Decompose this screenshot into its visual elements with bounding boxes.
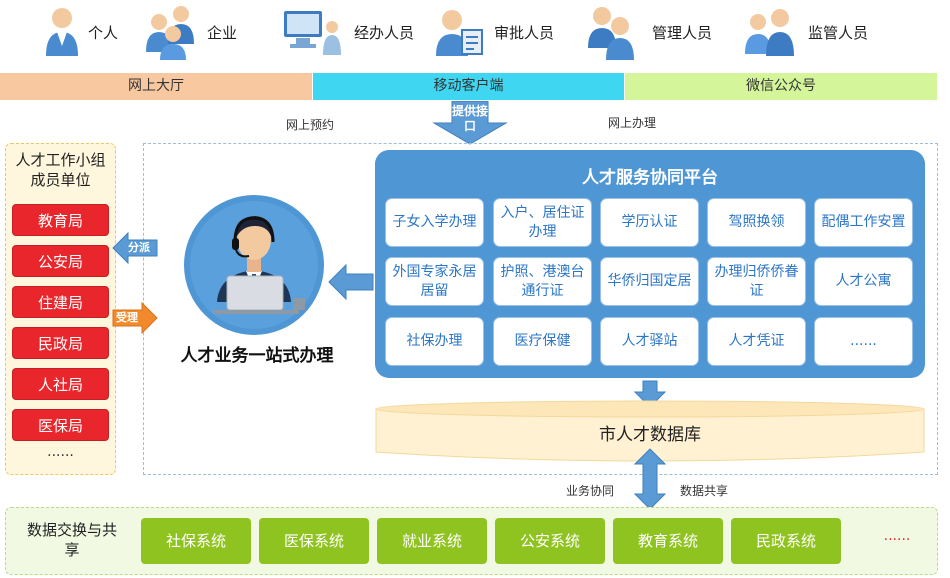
service-medical-care[interactable]: 医疗保健 <box>493 317 592 366</box>
system-employment[interactable]: 就业系统 <box>377 518 487 564</box>
dispatch-arrow <box>112 232 158 264</box>
service-passport-hk-macau-taiwan[interactable]: 护照、港澳台通行证 <box>493 257 592 306</box>
unit-hr-social-bureau[interactable]: 人社局 <box>12 368 109 400</box>
one-stop-service-label: 人才业务一站式办理 <box>180 346 334 366</box>
accept-arrow <box>112 302 158 334</box>
api-down-arrow <box>432 101 508 145</box>
service-social-insurance[interactable]: 社保办理 <box>385 317 484 366</box>
database-label: 市人才数据库 <box>599 425 701 445</box>
service-more[interactable]: ...... <box>814 317 913 366</box>
user-label: 审批人员 <box>494 23 555 42</box>
single-user-icon <box>46 8 78 56</box>
service-children-school[interactable]: 子女入学办理 <box>385 198 484 247</box>
service-overseas-chinese-settle[interactable]: 华侨归国定居 <box>600 257 699 306</box>
unit-public-security-bureau[interactable]: 公安局 <box>12 245 109 277</box>
service-talent-station[interactable]: 人才驿站 <box>600 317 699 366</box>
online-handling-label: 网上办理 <box>608 116 657 130</box>
unit-housing-bureau[interactable]: 住建局 <box>12 286 109 318</box>
approver-icon <box>436 10 483 56</box>
channel-mobile-app: 移动客户端 <box>313 73 624 100</box>
platform-to-db-arrow <box>634 380 666 408</box>
user-label: 个人 <box>88 23 119 42</box>
service-spouse-job[interactable]: 配偶工作安置 <box>814 198 913 247</box>
group-users-icon <box>146 6 194 60</box>
system-medical-insurance[interactable]: 医保系统 <box>259 518 369 564</box>
platform-to-agent-arrow <box>328 264 374 300</box>
unit-medical-insurance-bureau[interactable]: 医保局 <box>12 409 109 441</box>
business-collab-label: 业务协同 <box>566 484 615 498</box>
user-supervisor: 监管人员 <box>744 4 868 60</box>
unit-civil-affairs-bureau[interactable]: 民政局 <box>12 327 109 359</box>
service-driving-license[interactable]: 驾照换领 <box>707 198 806 247</box>
service-foreign-expert-residence[interactable]: 外国专家永居居留 <box>385 257 484 306</box>
accept-label: 受理 <box>116 311 138 324</box>
db-exchange-arrow <box>634 448 666 510</box>
manager-icon <box>588 7 634 60</box>
data-sharing-label: 数据共享 <box>680 484 729 498</box>
operator-computer-icon <box>284 11 341 55</box>
user-personal: 个人 <box>44 4 118 60</box>
user-label: 管理人员 <box>652 23 713 42</box>
system-public-security[interactable]: 公安系统 <box>495 518 605 564</box>
channel-web-hall: 网上大厅 <box>0 73 312 100</box>
talent-database <box>375 400 925 462</box>
service-talent-apartment[interactable]: 人才公寓 <box>814 257 913 306</box>
service-degree-certification[interactable]: 学历认证 <box>600 198 699 247</box>
channel-wechat: 微信公众号 <box>625 73 937 100</box>
service-household-residence[interactable]: 入户、居住证办理 <box>493 198 592 247</box>
customer-service-agent-icon <box>184 195 324 335</box>
service-returned-overseas-cert[interactable]: 办理归侨侨眷证 <box>707 257 806 306</box>
online-booking-label: 网上预约 <box>286 118 335 132</box>
user-manager: 管理人员 <box>588 4 712 60</box>
user-label: 企业 <box>207 23 238 42</box>
user-enterprise: 企业 <box>143 4 237 60</box>
system-civil-affairs[interactable]: 民政系统 <box>731 518 841 564</box>
member-units-panel: 人才工作小组成员单位 教育局 公安局 住建局 民政局 人社局 医保局 .....… <box>5 143 116 475</box>
platform-title: 人才服务协同平台 <box>582 168 718 188</box>
service-talent-voucher[interactable]: 人才凭证 <box>707 317 806 366</box>
user-label: 经办人员 <box>354 23 415 42</box>
talent-service-platform: 人才服务协同平台 子女入学办理 入户、居住证办理 学历认证 驾照换领 配偶工作安… <box>375 150 925 378</box>
member-units-title: 人才工作小组成员单位 <box>15 151 106 189</box>
dispatch-label: 分派 <box>128 241 150 254</box>
system-education[interactable]: 教育系统 <box>613 518 723 564</box>
supervisor-icon <box>745 9 794 56</box>
system-social-insurance[interactable]: 社保系统 <box>141 518 251 564</box>
systems-more: ...... <box>883 528 911 544</box>
user-label: 监管人员 <box>808 23 869 42</box>
api-arrow-label: 提供接口 <box>452 104 489 133</box>
unit-education-bureau[interactable]: 教育局 <box>12 204 109 236</box>
user-operator: 经办人员 <box>282 4 414 60</box>
user-approver: 审批人员 <box>434 4 554 60</box>
units-more: ...... <box>47 444 74 460</box>
data-exchange-title: 数据交换与共享 <box>26 521 117 559</box>
